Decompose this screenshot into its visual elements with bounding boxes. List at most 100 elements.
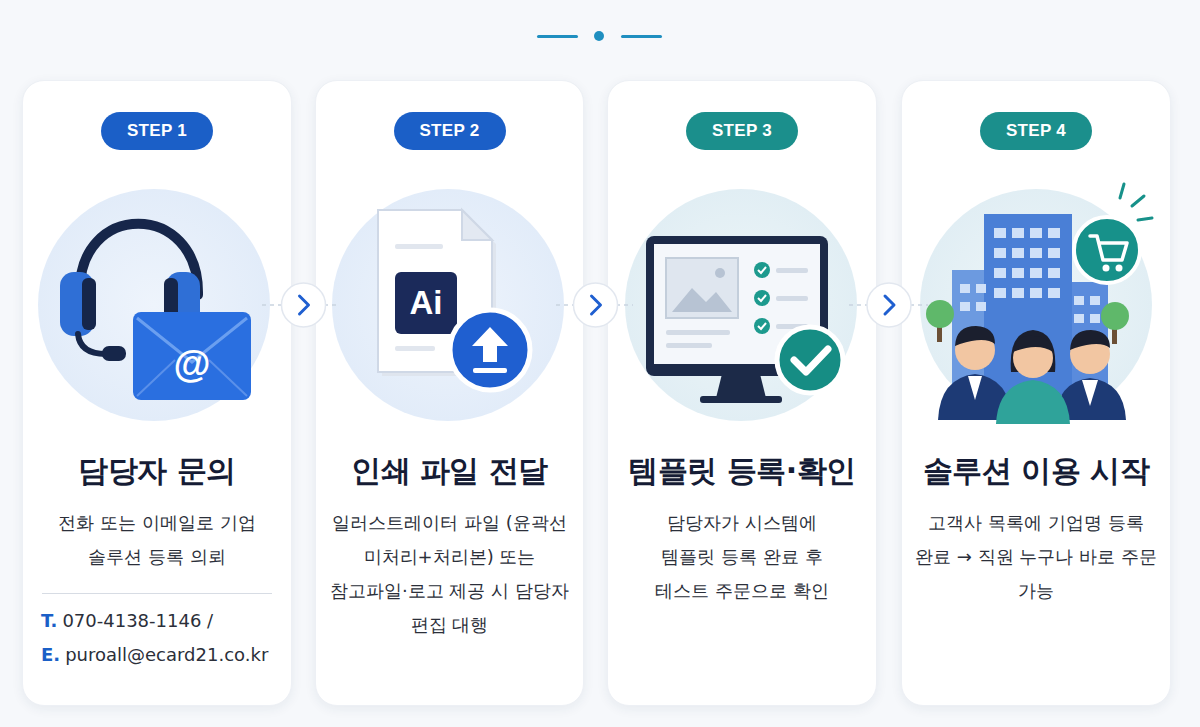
dashed-guide — [316, 304, 340, 306]
arrow-head — [885, 296, 894, 314]
building — [1066, 282, 1108, 395]
upload-base — [473, 368, 507, 373]
step-badge: STEP 2 — [394, 112, 506, 150]
contact-prefix: E. — [41, 644, 60, 665]
person-head — [1070, 334, 1110, 374]
step-heading: 담당자 문의 — [78, 451, 235, 491]
connector-circle — [282, 283, 326, 327]
window — [1030, 228, 1042, 238]
window — [1030, 288, 1042, 298]
contact-value: puroall@ecard21.co.kr — [65, 644, 268, 665]
step-badge: STEP 1 — [101, 112, 213, 150]
check-dot — [754, 318, 770, 334]
step-card: 템플릿 등록·확인담당자가 시스템에 템플릿 등록 완료 후 테스트 주문으로 … — [607, 80, 877, 706]
step-card: 인쇄 파일 전달일러스트레이터 파일 (윤곽선 미처리+처리본) 또는 참고파일… — [315, 80, 584, 706]
contact-row: T.070-4138-1146 / — [41, 604, 213, 638]
window — [1030, 248, 1042, 258]
contact-prefix: T. — [41, 610, 57, 631]
person-shirt — [1082, 380, 1098, 406]
window — [960, 302, 970, 311]
upload-arrow — [472, 327, 508, 362]
window — [1012, 268, 1024, 278]
icon-circle — [332, 189, 564, 421]
tree-trunk — [937, 318, 942, 342]
connector-circle — [867, 283, 911, 327]
connector-circle — [574, 283, 618, 327]
step-heading: 솔루션 이용 시작 — [923, 451, 1149, 491]
step-number: STEP 2 — [419, 121, 479, 141]
window — [1012, 288, 1024, 298]
step-heading: 인쇄 파일 전달 — [351, 451, 548, 491]
dashed-guide — [556, 304, 583, 306]
ear-cup — [60, 272, 94, 336]
cart-circle — [1074, 217, 1140, 283]
card-text: 솔루션 이용 시작고객사 목록에 기업명 등록 완료 → 직원 누구나 바로 주… — [902, 451, 1170, 608]
confirm-circle — [777, 327, 843, 393]
window — [1048, 288, 1060, 298]
step-card: 담당자 문의전화 또는 이메일로 기업 솔루션 등록 의뢰 T.070-4138-… — [22, 80, 292, 706]
step-description: 담당자가 시스템에 템플릿 등록 완료 후 테스트 주문으로 확인 — [642, 506, 842, 608]
window — [1012, 248, 1024, 258]
dashed-guides — [262, 304, 928, 306]
company-icon — [926, 184, 1152, 424]
monitor-icon — [646, 236, 843, 403]
monitor-screen — [654, 244, 820, 364]
cart-wheel — [1116, 265, 1123, 272]
step-description: 전화 또는 이메일로 기업 솔루션 등록 의뢰 — [55, 506, 260, 574]
dashed-guide — [262, 304, 292, 306]
image-mountain — [672, 288, 732, 312]
step-card: 솔루션 이용 시작고객사 목록에 기업명 등록 완료 → 직원 누구나 바로 주… — [901, 80, 1171, 706]
dashed-guide — [849, 304, 877, 306]
icon-circle — [625, 189, 857, 421]
icon-backdrops — [38, 189, 1152, 421]
person-body — [938, 374, 1012, 420]
ornament-line — [537, 35, 578, 38]
step-heading: 템플릿 등록·확인 — [628, 451, 855, 491]
mic-boom — [78, 334, 106, 354]
windows — [960, 228, 1100, 323]
window — [994, 248, 1006, 258]
cart — [1090, 236, 1127, 260]
window — [1090, 314, 1100, 323]
person-body — [1055, 378, 1126, 420]
window — [976, 302, 986, 311]
monitor-stand — [716, 374, 766, 398]
screen-line — [666, 343, 712, 348]
check-line — [776, 268, 808, 273]
ornament-dot — [594, 31, 604, 41]
person-hair — [1011, 330, 1056, 372]
contact-value: 070-4138-1146 / — [62, 610, 213, 631]
person-head — [955, 330, 995, 370]
person-body — [996, 380, 1070, 424]
ai-badge — [395, 272, 457, 334]
sparkle — [1120, 184, 1152, 220]
window — [994, 268, 1006, 278]
person-fringe — [1013, 336, 1053, 352]
arrow-head — [300, 296, 309, 314]
card-text: 인쇄 파일 전달일러스트레이터 파일 (윤곽선 미처리+처리본) 또는 참고파일… — [316, 451, 583, 642]
envelope-fold — [137, 360, 247, 396]
card-text: 템플릿 등록·확인담당자가 시스템에 템플릿 등록 완료 후 테스트 주문으로 … — [608, 451, 876, 608]
window — [1074, 296, 1084, 305]
tree-trunk — [1112, 320, 1117, 344]
connector-line — [292, 304, 315, 306]
window — [1048, 248, 1060, 258]
window — [1012, 228, 1024, 238]
divider — [42, 593, 272, 594]
window — [1048, 228, 1060, 238]
connector-line — [584, 304, 607, 306]
confirm-check — [794, 349, 828, 372]
headset-envelope-icon — [60, 224, 251, 400]
upload-circle — [450, 310, 530, 390]
ornament-line — [621, 35, 662, 38]
tree — [926, 300, 954, 328]
document-line — [395, 244, 443, 249]
check-line — [776, 324, 808, 329]
monitor-base — [700, 396, 782, 403]
tree — [1101, 302, 1129, 330]
check-dot — [754, 290, 770, 306]
step-badge: STEP 4 — [980, 112, 1092, 150]
image-placeholder — [666, 258, 738, 318]
window — [1074, 314, 1084, 323]
